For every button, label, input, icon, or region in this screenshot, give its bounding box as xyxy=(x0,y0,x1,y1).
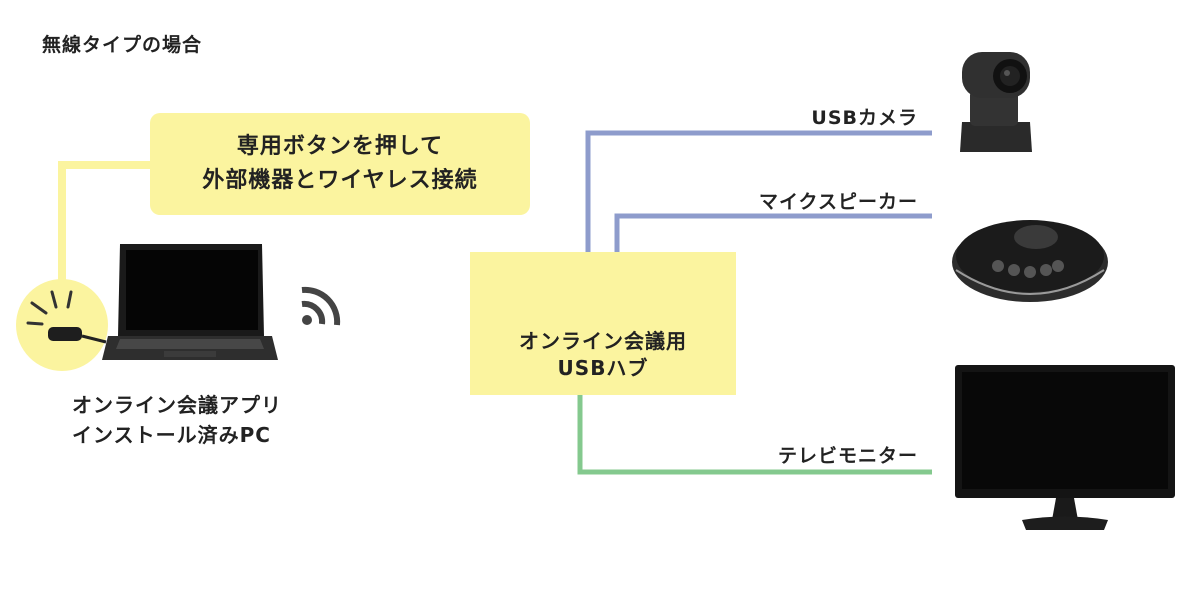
hub-highlight-box xyxy=(470,252,736,395)
laptop-icon xyxy=(102,244,278,360)
callout-line-1: 専用ボタンを押して xyxy=(236,134,444,159)
camera-label: USBカメラ xyxy=(811,107,918,129)
speaker-usb-line xyxy=(614,213,932,252)
hub-label: オンライン会議用 USBハブ xyxy=(470,328,736,382)
monitor-label: テレビモニター xyxy=(777,445,918,467)
wireless-button-icon xyxy=(16,279,108,371)
callout-connector-line xyxy=(58,161,150,290)
speaker-label: マイクスピーカー xyxy=(758,191,918,213)
wifi-icon xyxy=(301,286,341,326)
speakerphone-icon xyxy=(952,220,1108,302)
hub-label-line-2: USBハブ xyxy=(557,356,649,380)
callout-line-2: 外部機器とワイヤレス接続 xyxy=(202,168,478,193)
wireless-callout: 専用ボタンを押して 外部機器とワイヤレス接続 xyxy=(150,113,530,215)
camera-usb-line xyxy=(585,130,932,252)
hub-label-line-1: オンライン会議用 xyxy=(519,329,687,353)
pc-label-line-2: インストール済みPC xyxy=(72,423,271,447)
pc-label-line-1: オンライン会議アプリ xyxy=(72,393,282,417)
monitor-icon xyxy=(955,365,1175,530)
ptz-camera-icon xyxy=(960,52,1032,152)
pc-label: オンライン会議アプリ インストール済みPC xyxy=(72,390,282,450)
page-title: 無線タイプの場合 xyxy=(42,34,203,56)
monitor-hdmi-line xyxy=(577,395,932,475)
